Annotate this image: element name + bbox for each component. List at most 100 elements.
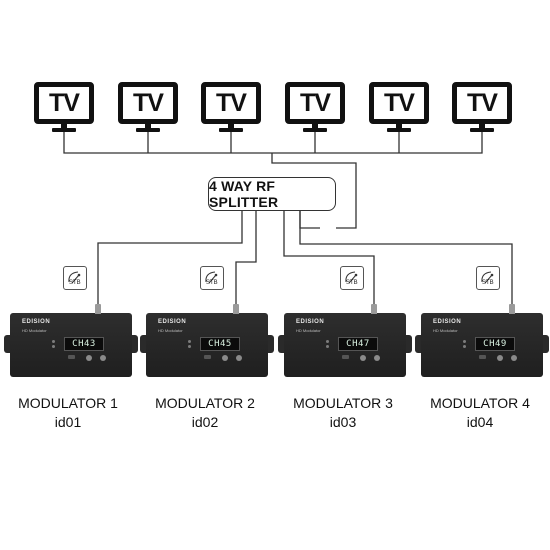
channel-display: CH45 [200, 337, 240, 351]
stb-4: STB [476, 266, 500, 292]
mount-tab [4, 335, 12, 353]
modulator-id: id01 [54, 414, 82, 430]
modulator-4-label: MODULATOR 4 id04 [415, 394, 545, 432]
tv-label: TV [300, 88, 331, 117]
tv-stand [145, 124, 151, 129]
stb-2: STB [200, 266, 224, 292]
stb-label: STB [346, 280, 358, 286]
channel-display: CH49 [475, 337, 515, 351]
rf-splitter-box: 4 WAY RF SPLITTER [208, 177, 336, 211]
splitter-to-mod4-line [299, 211, 513, 305]
tv-4: TV [285, 82, 345, 132]
menu-button [342, 355, 349, 359]
modulator-3-device: EDISION HD Modulator CH47 [278, 304, 412, 377]
rf-connector [509, 304, 515, 314]
tv-base [136, 128, 160, 132]
control-knob [497, 355, 503, 361]
brand-logo: EDISION [158, 319, 187, 325]
splitter-to-mod1-line [97, 211, 243, 305]
brand-logo: EDISION [433, 319, 462, 325]
menu-button [204, 355, 211, 359]
status-leds [52, 340, 60, 350]
control-knob [236, 355, 242, 361]
tv-label: TV [384, 88, 415, 117]
tv-bus-line [63, 132, 483, 154]
tv-1: TV [34, 82, 94, 132]
status-leds [326, 340, 334, 350]
modulator-4-device: EDISION HD Modulator CH49 [415, 304, 549, 377]
modulator-3-label: MODULATOR 3 id03 [278, 394, 408, 432]
tv-screen: TV [369, 82, 429, 124]
modulator-name: MODULATOR 3 [293, 395, 393, 411]
stb-label: STB [206, 280, 218, 286]
control-knob [222, 355, 228, 361]
tv-base [303, 128, 327, 132]
menu-button [479, 355, 486, 359]
tv-base [470, 128, 494, 132]
tv-label: TV [49, 88, 80, 117]
tv-screen: TV [118, 82, 178, 124]
tv-label: TV [133, 88, 164, 117]
tv-5: TV [369, 82, 429, 132]
control-knob [100, 355, 106, 361]
channel-value: CH49 [483, 339, 507, 349]
rf-splitter-label: 4 WAY RF SPLITTER [209, 178, 279, 210]
channel-value: CH43 [72, 339, 96, 349]
control-knob [86, 355, 92, 361]
stb-3: STB [340, 266, 364, 292]
rf-connector [233, 304, 239, 314]
splitter-to-mod3-line [283, 211, 375, 305]
modulator-id: id04 [466, 414, 494, 430]
model-label: HD Modulator [22, 328, 47, 333]
tv-screen: TV [34, 82, 94, 124]
modulator-name: MODULATOR 2 [155, 395, 255, 411]
stb-1: STB [63, 266, 87, 292]
model-label: HD Modulator [296, 328, 321, 333]
rf-connector [95, 304, 101, 314]
tv-label: TV [467, 88, 498, 117]
tv-base [219, 128, 243, 132]
control-knob [374, 355, 380, 361]
stb-label: STB [482, 280, 494, 286]
tv-2: TV [118, 82, 178, 132]
tv-6: TV [452, 82, 512, 132]
mount-tab [415, 335, 423, 353]
menu-button [68, 355, 75, 359]
channel-value: CH47 [346, 339, 370, 349]
tv-stand [479, 124, 485, 129]
tv-base [52, 128, 76, 132]
brand-logo: EDISION [22, 319, 51, 325]
tv-stand [61, 124, 67, 129]
stb-label: STB [69, 280, 81, 286]
modulator-name: MODULATOR 4 [430, 395, 530, 411]
modulator-name: MODULATOR 1 [18, 395, 118, 411]
status-leds [188, 340, 196, 350]
control-knob [360, 355, 366, 361]
tv-label: TV [216, 88, 247, 117]
modulator-2-device: EDISION HD Modulator CH45 [140, 304, 274, 377]
modulator-2-label: MODULATOR 2 id02 [140, 394, 270, 432]
modulator-id: id02 [191, 414, 219, 430]
satellite-dish-icon [63, 266, 87, 290]
status-leds [463, 340, 471, 350]
modulator-1-device: EDISION HD Modulator CH43 [4, 304, 138, 377]
mount-tab [278, 335, 286, 353]
modulator-id: id03 [329, 414, 357, 430]
rf-connector [371, 304, 377, 314]
brand-logo: EDISION [296, 319, 325, 325]
tv-screen: TV [201, 82, 261, 124]
tv-3: TV [201, 82, 261, 132]
mount-tab [266, 335, 274, 353]
control-knob [511, 355, 517, 361]
tv-base [387, 128, 411, 132]
channel-display: CH47 [338, 337, 378, 351]
modulator-1-label: MODULATOR 1 id01 [3, 394, 133, 432]
channel-value: CH45 [208, 339, 232, 349]
channel-display: CH43 [64, 337, 104, 351]
mount-tab [541, 335, 549, 353]
model-label: HD Modulator [158, 328, 183, 333]
model-label: HD Modulator [433, 328, 458, 333]
tv-stand [396, 124, 402, 129]
tv-screen: TV [452, 82, 512, 124]
